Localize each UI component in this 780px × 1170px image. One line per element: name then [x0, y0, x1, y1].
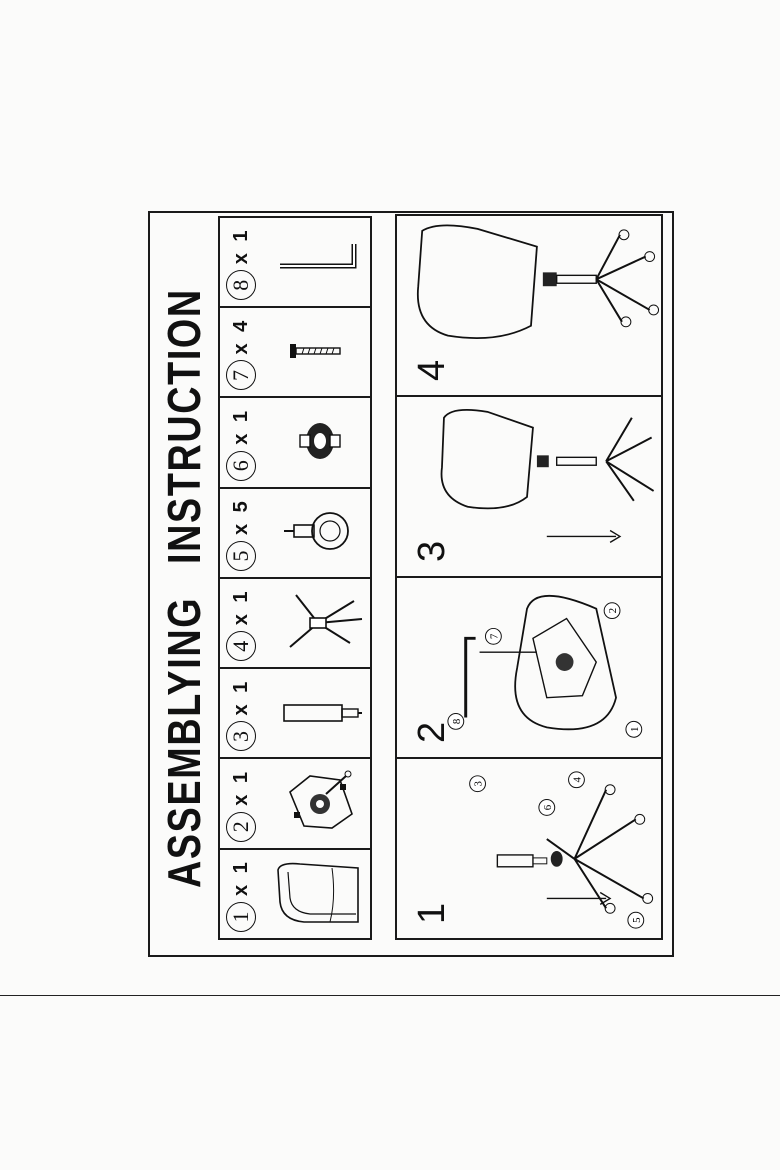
part-quantity: x 5: [229, 498, 252, 535]
part-number-badge: 8: [226, 270, 256, 301]
svg-text:3: 3: [473, 781, 485, 786]
title-word-2: INSTRUCTION: [158, 288, 210, 564]
screw-icon: [290, 344, 341, 359]
part-quantity: x 1: [229, 678, 252, 716]
part-number-badge: 3: [226, 721, 256, 752]
part-cell-1: 1 x 1: [220, 850, 370, 938]
part-quantity: x 1: [229, 588, 252, 626]
part-cell-6: 6 x 1: [220, 398, 370, 489]
svg-text:2: 2: [607, 608, 619, 613]
part-number-badge: 1: [226, 902, 256, 932]
scan-edge-line: [0, 995, 780, 996]
star-base-icon: [289, 594, 363, 649]
svg-text:7: 7: [488, 633, 500, 639]
part-number-badge: 2: [226, 811, 256, 842]
step-panel-3: 3: [397, 397, 661, 578]
part-cell-2: 2 x 1: [220, 759, 370, 850]
callout-2-icon: 2: [603, 602, 621, 620]
callout-1-icon: 1: [625, 720, 643, 738]
part-number-badge: 6: [226, 450, 256, 481]
callout-7-icon: 7: [484, 627, 502, 645]
svg-text:6: 6: [542, 804, 554, 810]
step-3-diagram-icon: [440, 408, 655, 543]
gas-lift-icon: [283, 704, 362, 723]
page-title: ASSEMBLYING INSTRUCTION: [155, 288, 213, 888]
part-cell-3: 3 x 1: [220, 669, 370, 760]
part-quantity: x 1: [229, 407, 252, 445]
step-panel-4: 4: [397, 216, 661, 397]
lift-cover-icon: [299, 422, 341, 459]
part-cell-8: 8 x 1: [220, 218, 370, 309]
svg-text:8: 8: [451, 718, 463, 724]
step-2-diagram-icon: 8 7 1 2: [447, 594, 643, 738]
part-quantity: x 1: [229, 227, 252, 265]
callout-5-icon: 5: [627, 911, 645, 929]
part-number-badge: 7: [226, 360, 256, 391]
part-quantity: x 1: [229, 859, 252, 896]
title-word-1: ASSEMBLYING: [158, 596, 210, 888]
svg-text:1: 1: [629, 727, 641, 732]
callout-4-icon: 4: [568, 771, 585, 789]
part-cell-5: 5 x 5: [220, 488, 370, 579]
svg-text:5: 5: [631, 917, 643, 922]
tilt-mechanism-icon: [289, 770, 353, 829]
callout-3-icon: 3: [469, 775, 486, 793]
callout-6-icon: 6: [538, 799, 556, 816]
part-number-badge: 5: [226, 541, 256, 571]
seat-shell-icon: [277, 862, 359, 923]
svg-text:4: 4: [571, 776, 583, 782]
assembly-steps: 1 3 6: [395, 214, 663, 940]
parts-list: 1 x 1 2 x 1: [218, 216, 372, 940]
step-1-diagram-icon: 3 6 4 5: [469, 771, 654, 929]
part-cell-7: 7 x 4: [220, 308, 370, 399]
step-panel-2: 2 8 7 1: [397, 578, 661, 759]
part-quantity: x 1: [229, 768, 252, 806]
step-panel-1: 1 3 6: [397, 759, 661, 938]
part-number-badge: 4: [226, 631, 256, 662]
callout-8-icon: 8: [447, 712, 465, 730]
allen-key-icon: [280, 244, 357, 269]
caster-wheel-icon: [284, 512, 349, 550]
step-4-diagram-icon: [416, 224, 660, 339]
part-cell-4: 4 x 1: [220, 579, 370, 670]
part-quantity: x 4: [229, 317, 252, 355]
